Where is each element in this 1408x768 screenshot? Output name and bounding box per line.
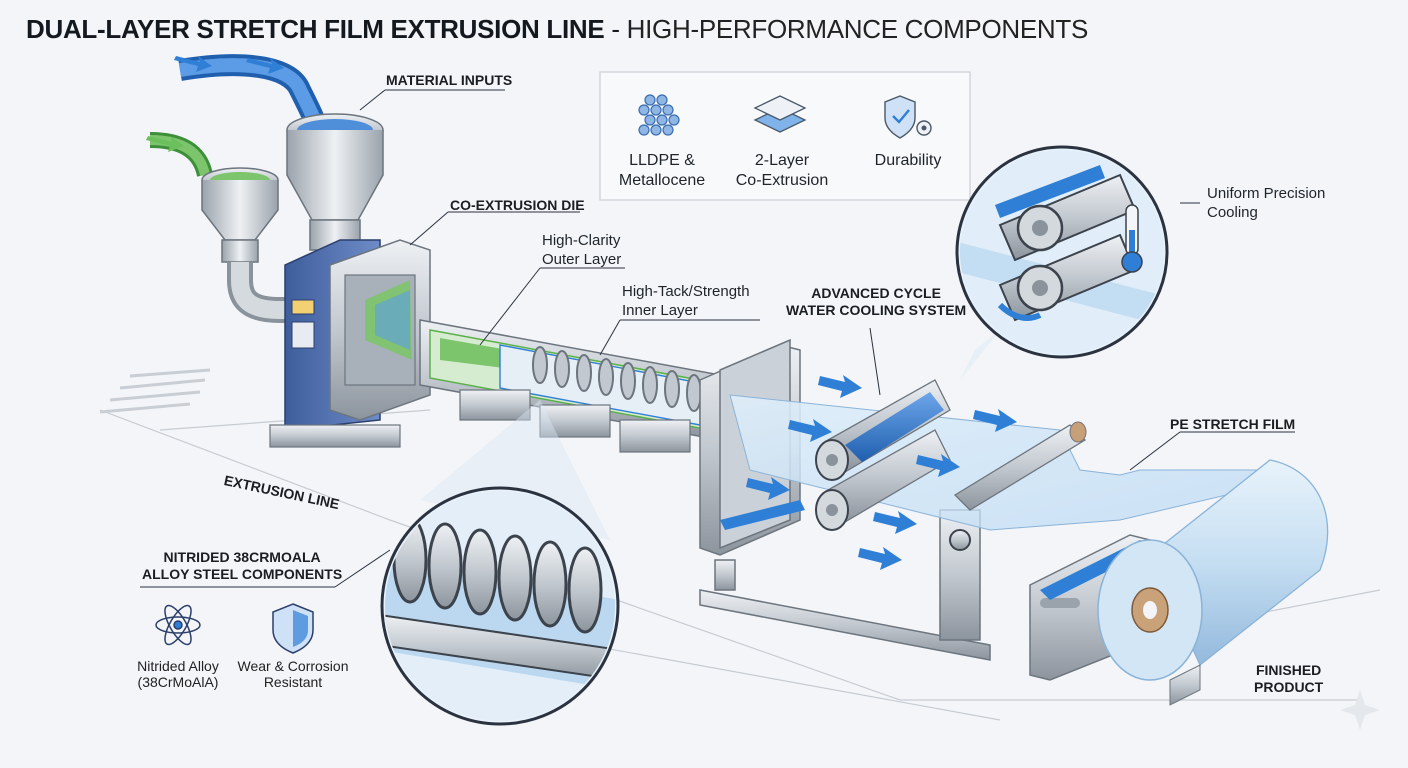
feature-label-durability: Durability <box>874 152 942 169</box>
label-nitrided-components: NITRIDED 38CRMOALA ALLOY STEEL COMPONENT… <box>142 549 343 582</box>
cooling-zoom-cone <box>960 330 1000 380</box>
label-cooling-system: ADVANCED CYCLE WATER COOLING SYSTEM <box>786 285 967 318</box>
label-co-extrusion-die: CO-EXTRUSION DIE <box>450 197 585 213</box>
thermometer-icon <box>1121 204 1143 273</box>
label-inner-layer: High-Tack/Strength Inner Layer <box>622 283 750 319</box>
feature-label-material: LLDPE & Metallocene <box>618 152 706 189</box>
feature-label-co-extrusion: 2-Layer Co-Extrusion <box>735 152 829 189</box>
title-bold: DUAL-LAYER STRETCH FILM EXTRUSION LINE <box>26 14 605 44</box>
title-separator: - <box>604 14 627 44</box>
material-feature-alloy: Nitrided Alloy (38CrMoAlA) <box>137 658 219 690</box>
finished-roll <box>1029 459 1329 706</box>
screw-zoom-circle <box>380 486 620 726</box>
flow-arrows <box>746 375 1017 570</box>
page-title: DUAL-LAYER STRETCH FILM EXTRUSION LINE -… <box>26 14 1088 45</box>
speed-lines <box>99 368 211 414</box>
large-hopper <box>178 54 384 251</box>
cooling-zoom-circle <box>955 145 1169 359</box>
extruder-barrel <box>419 319 721 453</box>
cooling-rolls <box>720 379 951 531</box>
small-hopper <box>149 132 290 323</box>
feature-box <box>599 71 971 201</box>
pellets-icon <box>638 94 680 136</box>
sparkle-icon <box>1340 690 1380 730</box>
input-arrows <box>146 56 284 152</box>
label-pe-stretch-film: PE STRETCH FILM <box>1170 416 1296 432</box>
co-extrusion-die <box>329 239 431 421</box>
label-finished-product: FINISHED PRODUCT <box>1254 662 1324 695</box>
layers-icon <box>753 95 807 133</box>
material-feature-resistance: Wear & Corrosion Resistant <box>237 658 349 690</box>
label-uniform-cooling: Uniform Precision Cooling <box>1207 185 1326 221</box>
leader-lines <box>140 89 1295 588</box>
shield-icon <box>272 603 314 654</box>
tension-roller <box>949 421 1087 551</box>
shield-gear-icon <box>884 95 932 139</box>
title-light: HIGH-PERFORMANCE COMPONENTS <box>626 14 1089 44</box>
atom-icon <box>155 604 201 646</box>
label-material-inputs: MATERIAL INPUTS <box>386 72 513 88</box>
label-outer-layer: High-Clarity Outer Layer <box>542 232 622 268</box>
